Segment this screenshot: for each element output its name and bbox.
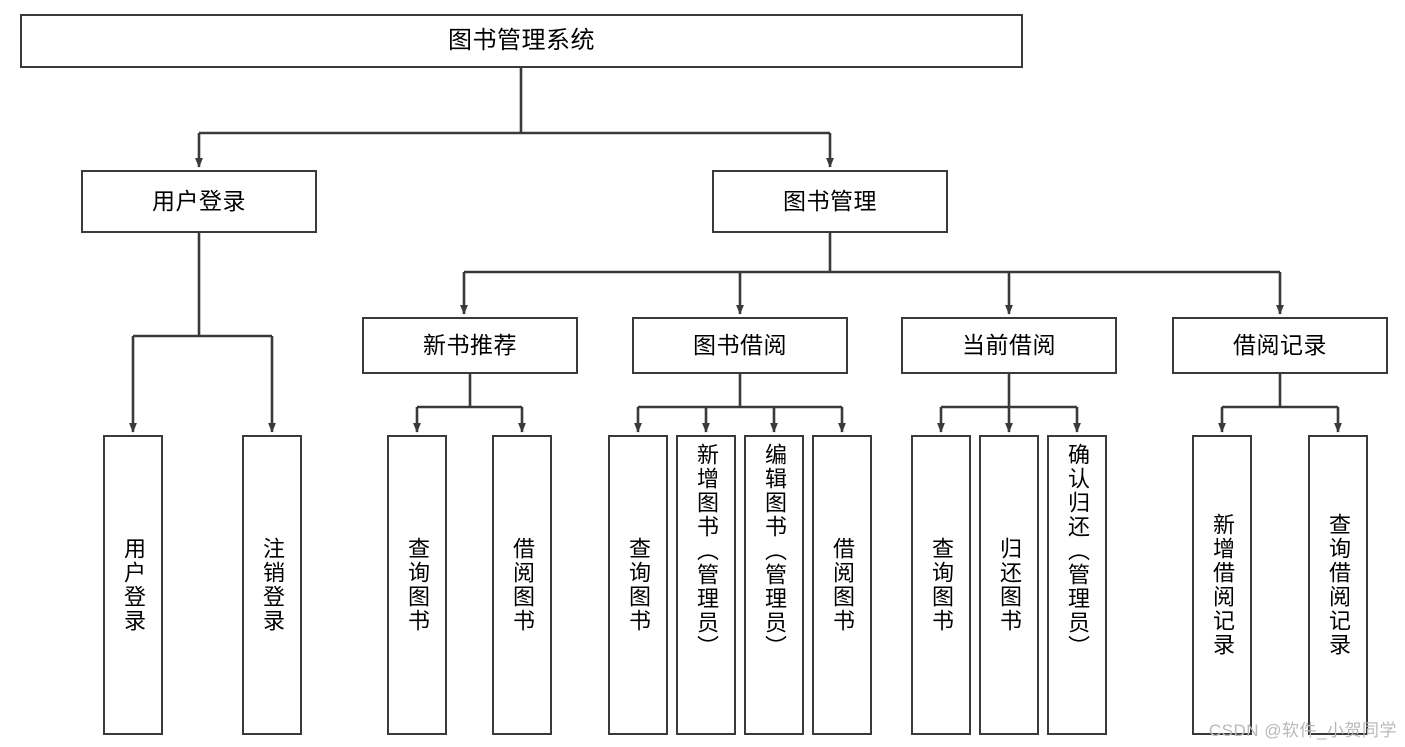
leaf-borrow-record-add-record[interactable]: 新增借阅记录	[1192, 435, 1252, 735]
node-book-borrow[interactable]: 图书借阅	[632, 317, 848, 374]
leaf-book-borrow-borrow-book[interactable]: 借阅图书	[812, 435, 872, 735]
leaf-current-borrow-query-book[interactable]: 查询图书	[911, 435, 971, 735]
watermark-text: CSDN @软件_小贺同学	[1208, 721, 1397, 740]
node-label: 查询借阅记录	[1325, 513, 1351, 657]
node-label: 借阅记录	[1233, 331, 1327, 358]
node-label: 编辑图书（管理员）	[761, 443, 787, 659]
node-label: 图书管理系统	[448, 26, 595, 54]
node-root-book-management-system[interactable]: 图书管理系统	[20, 14, 1023, 68]
leaf-current-borrow-return-book[interactable]: 归还图书	[979, 435, 1039, 735]
node-label: 确认归还（管理员）	[1064, 443, 1090, 659]
node-label: 用户登录	[120, 537, 146, 633]
node-label: 新增图书（管理员）	[693, 443, 719, 659]
leaf-new-book-borrow-book[interactable]: 借阅图书	[492, 435, 552, 735]
node-label: 借阅图书	[829, 537, 855, 633]
leaf-borrow-record-query-record[interactable]: 查询借阅记录	[1308, 435, 1368, 735]
node-label: 查询图书	[625, 537, 651, 633]
node-new-book-recommendation[interactable]: 新书推荐	[362, 317, 578, 374]
leaf-user-login-login[interactable]: 用户登录	[103, 435, 163, 735]
node-label: 新书推荐	[423, 331, 517, 358]
leaf-current-borrow-confirm-return-admin[interactable]: 确认归还（管理员）	[1047, 435, 1107, 735]
node-book-management[interactable]: 图书管理	[712, 170, 948, 233]
leaf-book-borrow-edit-book-admin[interactable]: 编辑图书（管理员）	[744, 435, 804, 735]
node-label: 归还图书	[996, 537, 1022, 633]
node-user-login[interactable]: 用户登录	[81, 170, 317, 233]
node-label: 查询图书	[404, 537, 430, 633]
node-label: 图书管理	[783, 187, 877, 214]
node-label: 用户登录	[152, 187, 246, 214]
leaf-book-borrow-query-book[interactable]: 查询图书	[608, 435, 668, 735]
node-borrow-record[interactable]: 借阅记录	[1172, 317, 1388, 374]
node-current-borrow[interactable]: 当前借阅	[901, 317, 1117, 374]
node-label: 注销登录	[259, 537, 285, 633]
node-label: 借阅图书	[509, 537, 535, 633]
leaf-user-login-logout[interactable]: 注销登录	[242, 435, 302, 735]
leaf-book-borrow-add-book-admin[interactable]: 新增图书（管理员）	[676, 435, 736, 735]
node-label: 当前借阅	[962, 331, 1056, 358]
node-label: 查询图书	[928, 537, 954, 633]
leaf-new-book-query-book[interactable]: 查询图书	[387, 435, 447, 735]
node-label: 图书借阅	[693, 331, 787, 358]
node-label: 新增借阅记录	[1209, 513, 1235, 657]
